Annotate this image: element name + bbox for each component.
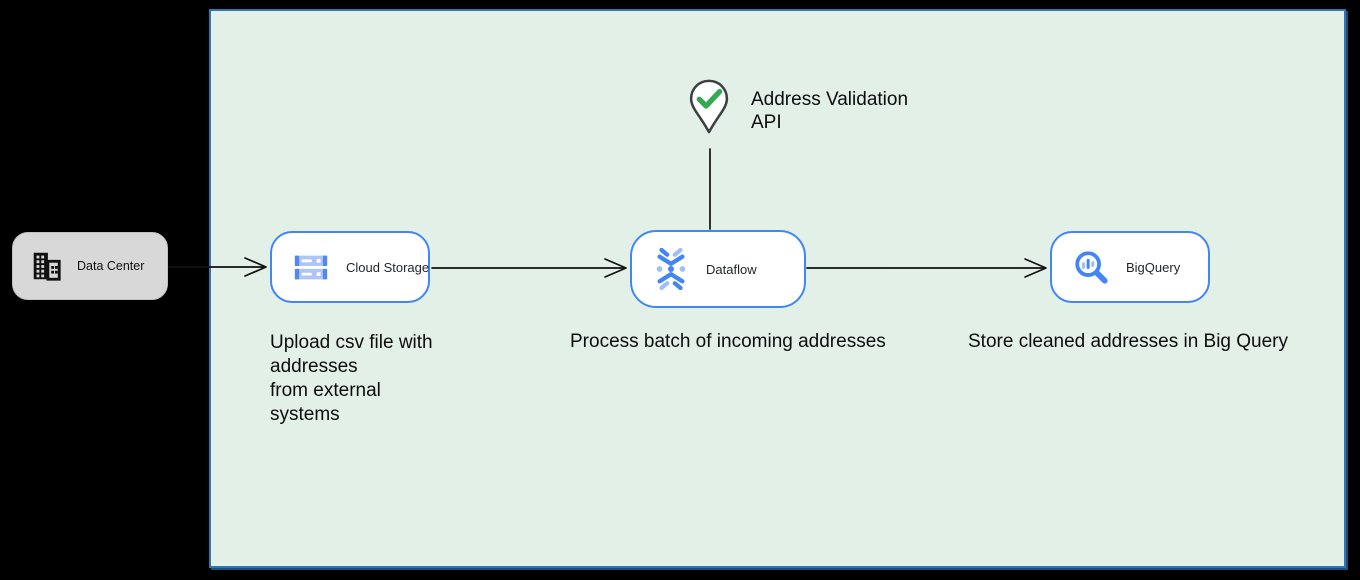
map-pin-check-icon bbox=[686, 78, 732, 136]
note-process-batch: Process batch of incoming addresses bbox=[570, 331, 886, 352]
note-upload-csv: Upload csv file with addresses from exte… bbox=[270, 332, 433, 425]
node-label-cloud-storage: Cloud Storage bbox=[346, 259, 430, 275]
node-dataflow: Dataflow bbox=[630, 230, 806, 308]
dataflow-icon bbox=[652, 248, 690, 290]
node-data-center: Data Center bbox=[12, 232, 168, 300]
building-icon bbox=[29, 249, 63, 283]
cloud-storage-icon bbox=[292, 248, 330, 286]
note-store-cleaned: Store cleaned addresses in Big Query bbox=[968, 331, 1289, 352]
node-bigquery: BigQuery bbox=[1050, 231, 1210, 303]
bigquery-icon bbox=[1072, 248, 1110, 286]
node-label-bigquery: BigQuery bbox=[1126, 259, 1181, 275]
node-label-dataflow: Dataflow bbox=[706, 261, 757, 277]
address-validation-api-label: Address Validation API bbox=[751, 89, 909, 133]
check-icon bbox=[696, 88, 723, 109]
node-cloud-storage: Cloud Storage bbox=[270, 231, 430, 303]
node-label-data-center: Data Center bbox=[77, 259, 145, 273]
